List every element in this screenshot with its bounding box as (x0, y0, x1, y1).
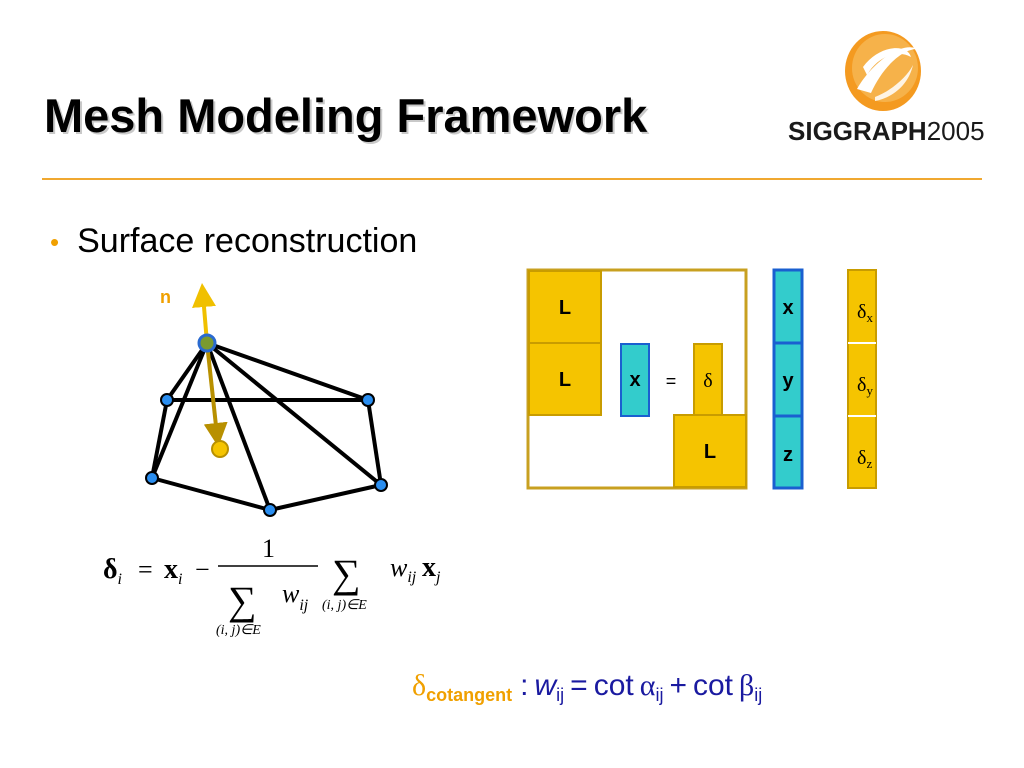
xyz-label-x: x (782, 297, 793, 319)
cot-eq: = (570, 669, 588, 702)
svg-text:xi: xi (164, 554, 182, 588)
logo-year: 2005 (926, 116, 985, 146)
svg-text:δi: δi (103, 554, 122, 588)
formula-x-main-sub: j (434, 569, 441, 586)
formula-x-main: x (422, 552, 436, 583)
cot-alpha: α (640, 669, 656, 702)
cot-w-sub: ij (556, 685, 564, 705)
formula-one: 1 (262, 534, 275, 563)
xyz-vector-frame (772, 268, 804, 490)
delta-vector-label: δ (703, 370, 712, 392)
svg-text:δy: δy (857, 374, 873, 398)
cot-beta-sub: ij (754, 685, 762, 705)
x-vector-label: x (629, 369, 640, 391)
cot-alpha-sub: ij (655, 685, 663, 705)
matrix-block-L-bottom (673, 414, 747, 488)
svg-text:wij: wij (390, 553, 417, 586)
formula-delta: δ (103, 554, 118, 585)
bullet-dot-icon: • (50, 226, 60, 257)
matrix-label-L-mid: L (559, 369, 571, 391)
projected-point (211, 440, 229, 458)
delta-column-frame (847, 269, 877, 489)
delta-x-main: δ (857, 301, 866, 323)
matrix-label-L-top: L (559, 297, 571, 319)
bullet-text: Surface reconstruction (77, 222, 418, 260)
cot-colon: : (520, 669, 528, 702)
cot-w: w (535, 669, 559, 702)
formula-eq: = (138, 555, 153, 584)
delta-y-main: δ (857, 374, 866, 396)
svg-text:δx: δx (857, 301, 873, 325)
svg-text:xj: xj (422, 552, 441, 586)
formula-w-denom-sub: ij (299, 597, 308, 614)
title-divider (42, 178, 982, 180)
delta-z-main: δ (857, 447, 866, 469)
siggraph-logo: SIGGRAPH2005 (788, 28, 998, 148)
cot-cot1: cot (594, 669, 635, 702)
cot-plus: + (669, 669, 687, 702)
mesh-edges (150, 341, 383, 512)
matrix-label-L-bottom: L (704, 441, 716, 463)
delta-z-sub: z (866, 456, 872, 471)
xyz-label-z: z (783, 444, 793, 466)
formula-w-main-sub: ij (407, 569, 416, 586)
equals-sign: = (666, 371, 677, 391)
svg-text:δz: δz (857, 447, 872, 471)
slide-title: Mesh Modeling Framework (44, 89, 648, 142)
mesh-vertex (145, 471, 159, 485)
formula-i-sub: i (118, 571, 122, 588)
swirl-icon (845, 31, 921, 111)
mesh-vertex (374, 478, 388, 492)
matrix-block-L-top (528, 270, 602, 344)
formula-range-denominator: (i, j)∈E (216, 623, 261, 638)
bullet-item: • Surface reconstruction (50, 222, 417, 261)
cot-delta: δ (412, 669, 426, 702)
xyz-label-y: y (782, 370, 794, 392)
mesh-vertex (160, 393, 174, 407)
svg-text:wij: wij (282, 579, 309, 614)
center-vertex (197, 333, 217, 353)
matrix-block-L-mid (528, 342, 602, 416)
cot-cot2: cot (693, 669, 734, 702)
formula-range-main: (i, j)∈E (322, 598, 367, 613)
normal-label: n (160, 287, 171, 307)
mesh-vertex (263, 503, 277, 517)
delta-y-sub: y (866, 383, 873, 398)
x-vector-box (620, 343, 650, 417)
formula-x: x (164, 554, 178, 585)
normal-arrow (192, 283, 216, 344)
formula-w-denom: w (282, 579, 300, 608)
cot-beta: β (739, 669, 754, 702)
formula-x-sub: i (178, 571, 182, 588)
delta-x-sub: x (866, 310, 873, 325)
projection-arrow (203, 342, 228, 447)
formula-w-main: w (390, 553, 408, 582)
delta-vector-box (693, 343, 723, 417)
formula-sum-denominator: ∑ (228, 578, 257, 623)
formula-minus: − (195, 555, 210, 584)
logo-brand: SIGGRAPH (788, 116, 927, 146)
formula-sum-main: ∑ (332, 551, 361, 596)
mesh-vertex (361, 393, 375, 407)
cot-sub: cotangent (426, 685, 512, 705)
matrix-frame (526, 268, 748, 490)
